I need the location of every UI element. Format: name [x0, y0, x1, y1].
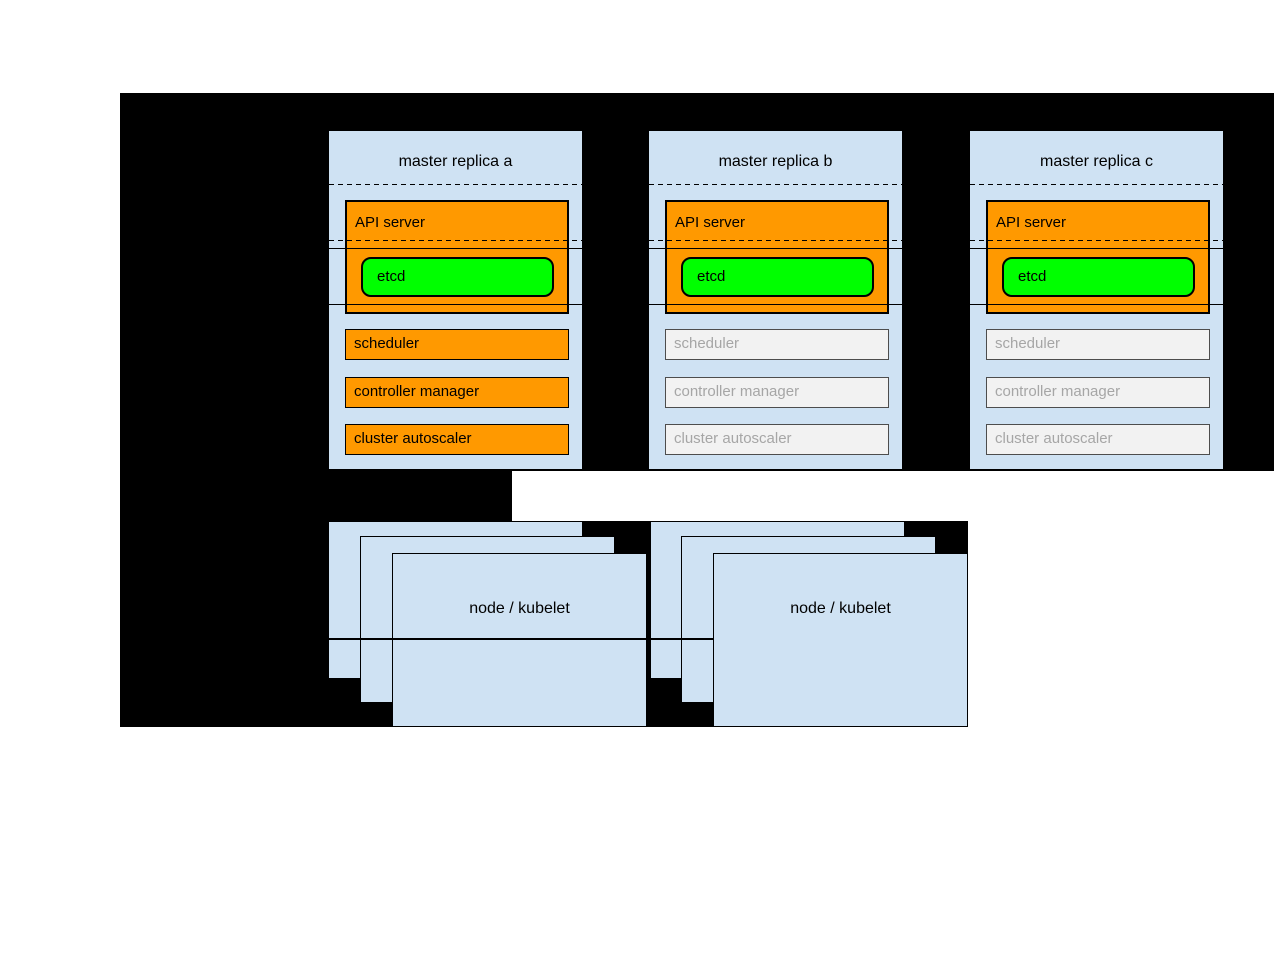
divider-dashed: [649, 184, 902, 185]
master-replica-b-box: master replica b API server etcd schedul…: [648, 130, 903, 470]
node-stack1-front-box: node / kubelet: [392, 553, 647, 727]
cluster-autoscaler-box: cluster autoscaler: [986, 424, 1210, 455]
divider-solid: [649, 304, 902, 305]
divider-dashed: [970, 184, 1223, 185]
scheduler-box: scheduler: [665, 329, 889, 360]
divider-dashed: [649, 240, 902, 241]
divider-solid: [329, 248, 582, 249]
master-replica-c-box: master replica c API server etcd schedul…: [969, 130, 1224, 470]
etcd-box: etcd: [681, 257, 874, 297]
divider-dashed: [970, 240, 1223, 241]
controller-manager-box: controller manager: [665, 377, 889, 408]
divider-solid: [649, 248, 902, 249]
master-replica-c-title: master replica c: [1040, 153, 1153, 170]
master-replica-a-box: master replica a API server etcd schedul…: [328, 130, 583, 470]
node-kubelet-label: node / kubelet: [469, 600, 570, 617]
controller-manager-box: controller manager: [986, 377, 1210, 408]
api-server-label: API server: [675, 214, 746, 231]
etcd-label: etcd: [1018, 268, 1047, 285]
scheduler-box: scheduler: [345, 329, 569, 360]
etcd-box: etcd: [361, 257, 554, 297]
connector-line: [328, 638, 714, 640]
divider-solid: [970, 304, 1223, 305]
node-kubelet-label: node / kubelet: [790, 600, 891, 617]
divider-dashed: [329, 184, 582, 185]
scheduler-box: scheduler: [986, 329, 1210, 360]
etcd-box: etcd: [1002, 257, 1195, 297]
etcd-label: etcd: [377, 268, 406, 285]
api-server-label: API server: [996, 214, 1067, 231]
cluster-autoscaler-box: cluster autoscaler: [665, 424, 889, 455]
etcd-label: etcd: [697, 268, 726, 285]
divider-solid: [970, 248, 1223, 249]
controller-manager-box: controller manager: [345, 377, 569, 408]
master-replica-b-title: master replica b: [718, 153, 833, 170]
node-stack2-front-box: node / kubelet: [713, 553, 968, 727]
cluster-autoscaler-box: cluster autoscaler: [345, 424, 569, 455]
divider-dashed: [329, 240, 582, 241]
master-replica-a-title: master replica a: [398, 153, 513, 170]
divider-solid: [329, 304, 582, 305]
api-server-label: API server: [355, 214, 426, 231]
